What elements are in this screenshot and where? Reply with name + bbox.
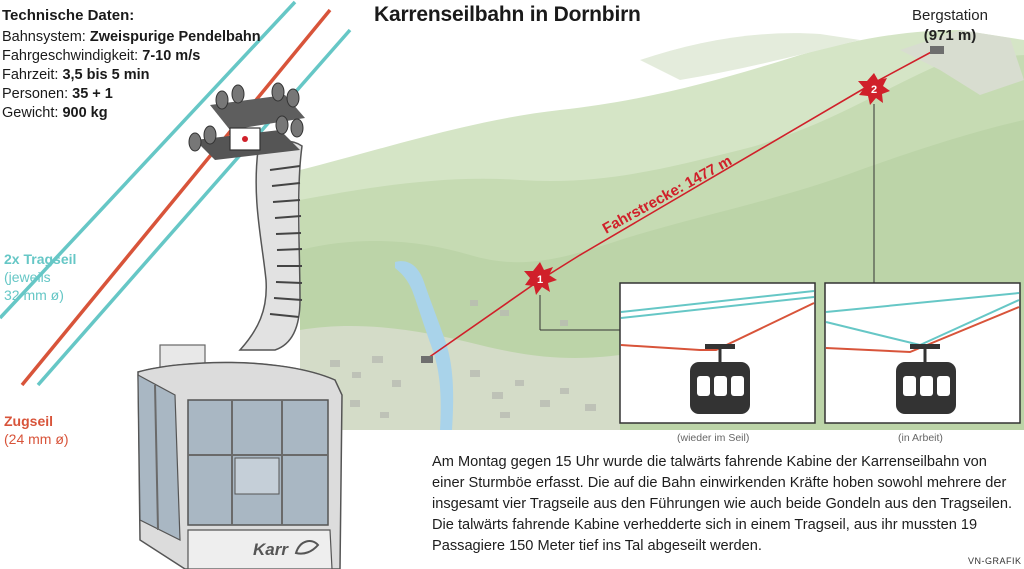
hanger-arm: [238, 140, 303, 351]
spec-row: Bahnsystem: Zweispurige Pendelbahn: [2, 28, 261, 47]
spec-label: Personen:: [2, 86, 73, 102]
river: [395, 261, 454, 430]
cabin-brand: Karr: [253, 540, 289, 559]
station-altitude: (971 m): [923, 27, 977, 44]
carriage: [188, 82, 305, 160]
tragseil-detail: 32 mm ø): [4, 287, 64, 303]
spec-value: 900 kg: [62, 105, 108, 121]
station-name: Bergstation: [912, 7, 988, 24]
zugseil-detail: (24 mm ø): [4, 431, 69, 447]
cabin: Karr: [137, 344, 343, 569]
spec-row: Personen: 35 + 1: [2, 85, 261, 104]
zugseil-title: Zugseil: [4, 413, 54, 429]
tragseil-cable: [0, 0, 297, 320]
zugseil-cable: [20, 8, 332, 387]
credit: VN-GRAFIK: [968, 556, 1022, 566]
spec-label: Bahnsystem:: [2, 29, 90, 45]
tragseil-label: 2x Tragseil (jeweils 32 mm ø): [4, 250, 76, 304]
inset-panel-1: [619, 282, 816, 424]
spec-label: Fahrgeschwindigkeit:: [2, 48, 143, 64]
technical-data: Technische Daten: Bahnsystem: Zweispurig…: [2, 6, 261, 123]
spec-row: Fahrzeit: 3,5 bis 5 min: [2, 66, 261, 85]
tragseil-title: 2x Tragseil: [4, 251, 77, 267]
spec-value: Zweispurige Pendelbahn: [89, 29, 261, 45]
gondola-icon: [896, 344, 956, 414]
spec-label: Gewicht:: [2, 105, 63, 121]
mountain-station-icon: [930, 46, 944, 54]
main-title: Karrenseilbahn in Dornbirn: [374, 3, 641, 26]
tragseil-cable: [36, 28, 352, 387]
spec-value: 7-10 m/s: [142, 48, 201, 64]
cables: [0, 0, 352, 387]
zugseil-label: Zugseil (24 mm ø): [4, 412, 69, 448]
technical-data-heading: Technische Daten:: [2, 7, 135, 24]
marker-1: 1: [524, 262, 620, 331]
spec-value: 35 + 1: [72, 86, 113, 102]
inset-caption-1: (wieder im Seil): [677, 432, 750, 444]
tragseil-detail: (jeweils: [4, 269, 51, 285]
marker-2: 2: [858, 73, 890, 283]
marker-2-number: 2: [871, 84, 877, 96]
spec-row: Gewicht: 900 kg: [2, 104, 261, 123]
spec-row: Fahrgeschwindigkeit: 7-10 m/s: [2, 47, 261, 66]
gondola-icon: [690, 344, 750, 414]
inset-caption-2: (in Arbeit): [898, 432, 943, 444]
article-text: Am Montag gegen 15 Uhr wurde die talwärt…: [432, 454, 1013, 554]
valley-station-icon: [421, 356, 433, 363]
marker-1-number: 1: [537, 274, 543, 286]
spec-label: Fahrzeit:: [2, 67, 63, 83]
inset-panel-2: [824, 282, 1021, 424]
spec-value: 3,5 bis 5 min: [62, 67, 150, 83]
mountain-station-label: Bergstation (971 m): [880, 6, 1020, 46]
cabin-brand-swoosh: [294, 540, 320, 555]
